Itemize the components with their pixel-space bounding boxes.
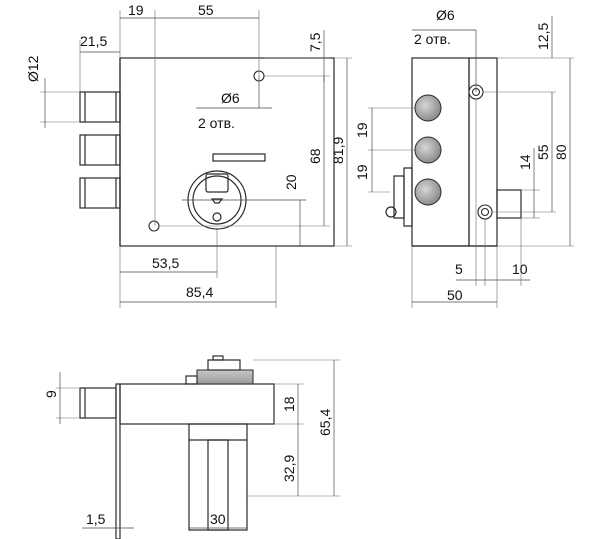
top-cylinder-key	[212, 355, 224, 361]
side-bolt-end-2	[414, 136, 442, 164]
top-faceplate	[115, 383, 121, 539]
front-dim-55: 55	[198, 2, 214, 18]
front-bolt-3	[79, 177, 121, 209]
side-hole-bottom-inner	[480, 207, 490, 217]
front-dim-85-4: 85,4	[186, 284, 213, 300]
top-cylinder-body	[196, 369, 254, 385]
front-mount-hole-bottom	[148, 220, 160, 232]
top-dim-30: 30	[210, 511, 226, 527]
top-dim-1-5: 1,5	[86, 511, 106, 527]
top-cylinder-cap	[207, 359, 241, 371]
side-dim-80: 80	[553, 144, 569, 160]
side-cylinder-head	[393, 175, 405, 219]
side-back-stub	[496, 189, 522, 219]
front-dim-53-5: 53,5	[152, 255, 179, 271]
front-slot	[212, 153, 266, 162]
front-dim-d12: Ø12	[25, 55, 41, 82]
side-dim-50: 50	[447, 287, 463, 303]
front-keyway	[210, 198, 224, 204]
side-bolt-end-1	[414, 94, 442, 122]
top-view: 9 18 32,9 65,4 1,5 30	[43, 355, 340, 539]
top-case-body	[119, 383, 275, 425]
front-bolt-2	[79, 134, 121, 166]
top-dim-65-4: 65,4	[317, 409, 333, 436]
side-cylinder-key	[385, 206, 397, 218]
side-dim-5: 5	[455, 261, 463, 277]
side-bolt-end-3	[414, 178, 442, 206]
front-case-body	[119, 57, 335, 247]
side-cylinder-collar	[403, 167, 413, 227]
top-dim-9: 9	[43, 390, 59, 398]
front-dim-81-9: 81,9	[330, 137, 346, 164]
front-dim-7-5: 7,5	[307, 32, 323, 52]
front-dim-68: 68	[307, 148, 323, 164]
top-dim-32-9: 32,9	[281, 455, 297, 482]
front-hole-d6: Ø6	[221, 90, 240, 106]
side-hole-count: 2 отв.	[414, 31, 451, 47]
side-dim-19b: 19	[354, 164, 370, 180]
side-dim-10: 10	[512, 261, 528, 277]
front-dim-20: 20	[283, 174, 299, 190]
side-dim-12-5: 12,5	[535, 23, 551, 50]
front-hole-count: 2 отв.	[198, 115, 235, 131]
front-bolt-1	[79, 91, 121, 123]
side-view: Ø6 2 отв. 12,5 19 19 14 55 80 5 10	[354, 7, 574, 308]
front-dim-19: 19	[128, 2, 144, 18]
front-dim-21-5: 21,5	[80, 33, 107, 49]
top-dim-18: 18	[281, 396, 297, 412]
side-dim-55: 55	[535, 144, 551, 160]
side-dim-19a: 19	[354, 122, 370, 138]
front-cylinder-cam	[205, 173, 229, 193]
top-bolt	[79, 387, 117, 419]
front-view: 19 55 7,5 21,5 Ø12 Ø6 2 отв. 20 68 81,9	[25, 2, 352, 308]
side-hole-d6: Ø6	[436, 7, 455, 23]
front-cylinder-screw	[212, 212, 222, 222]
side-dim-14: 14	[517, 154, 533, 170]
top-cylinder-left-lug	[185, 375, 198, 385]
